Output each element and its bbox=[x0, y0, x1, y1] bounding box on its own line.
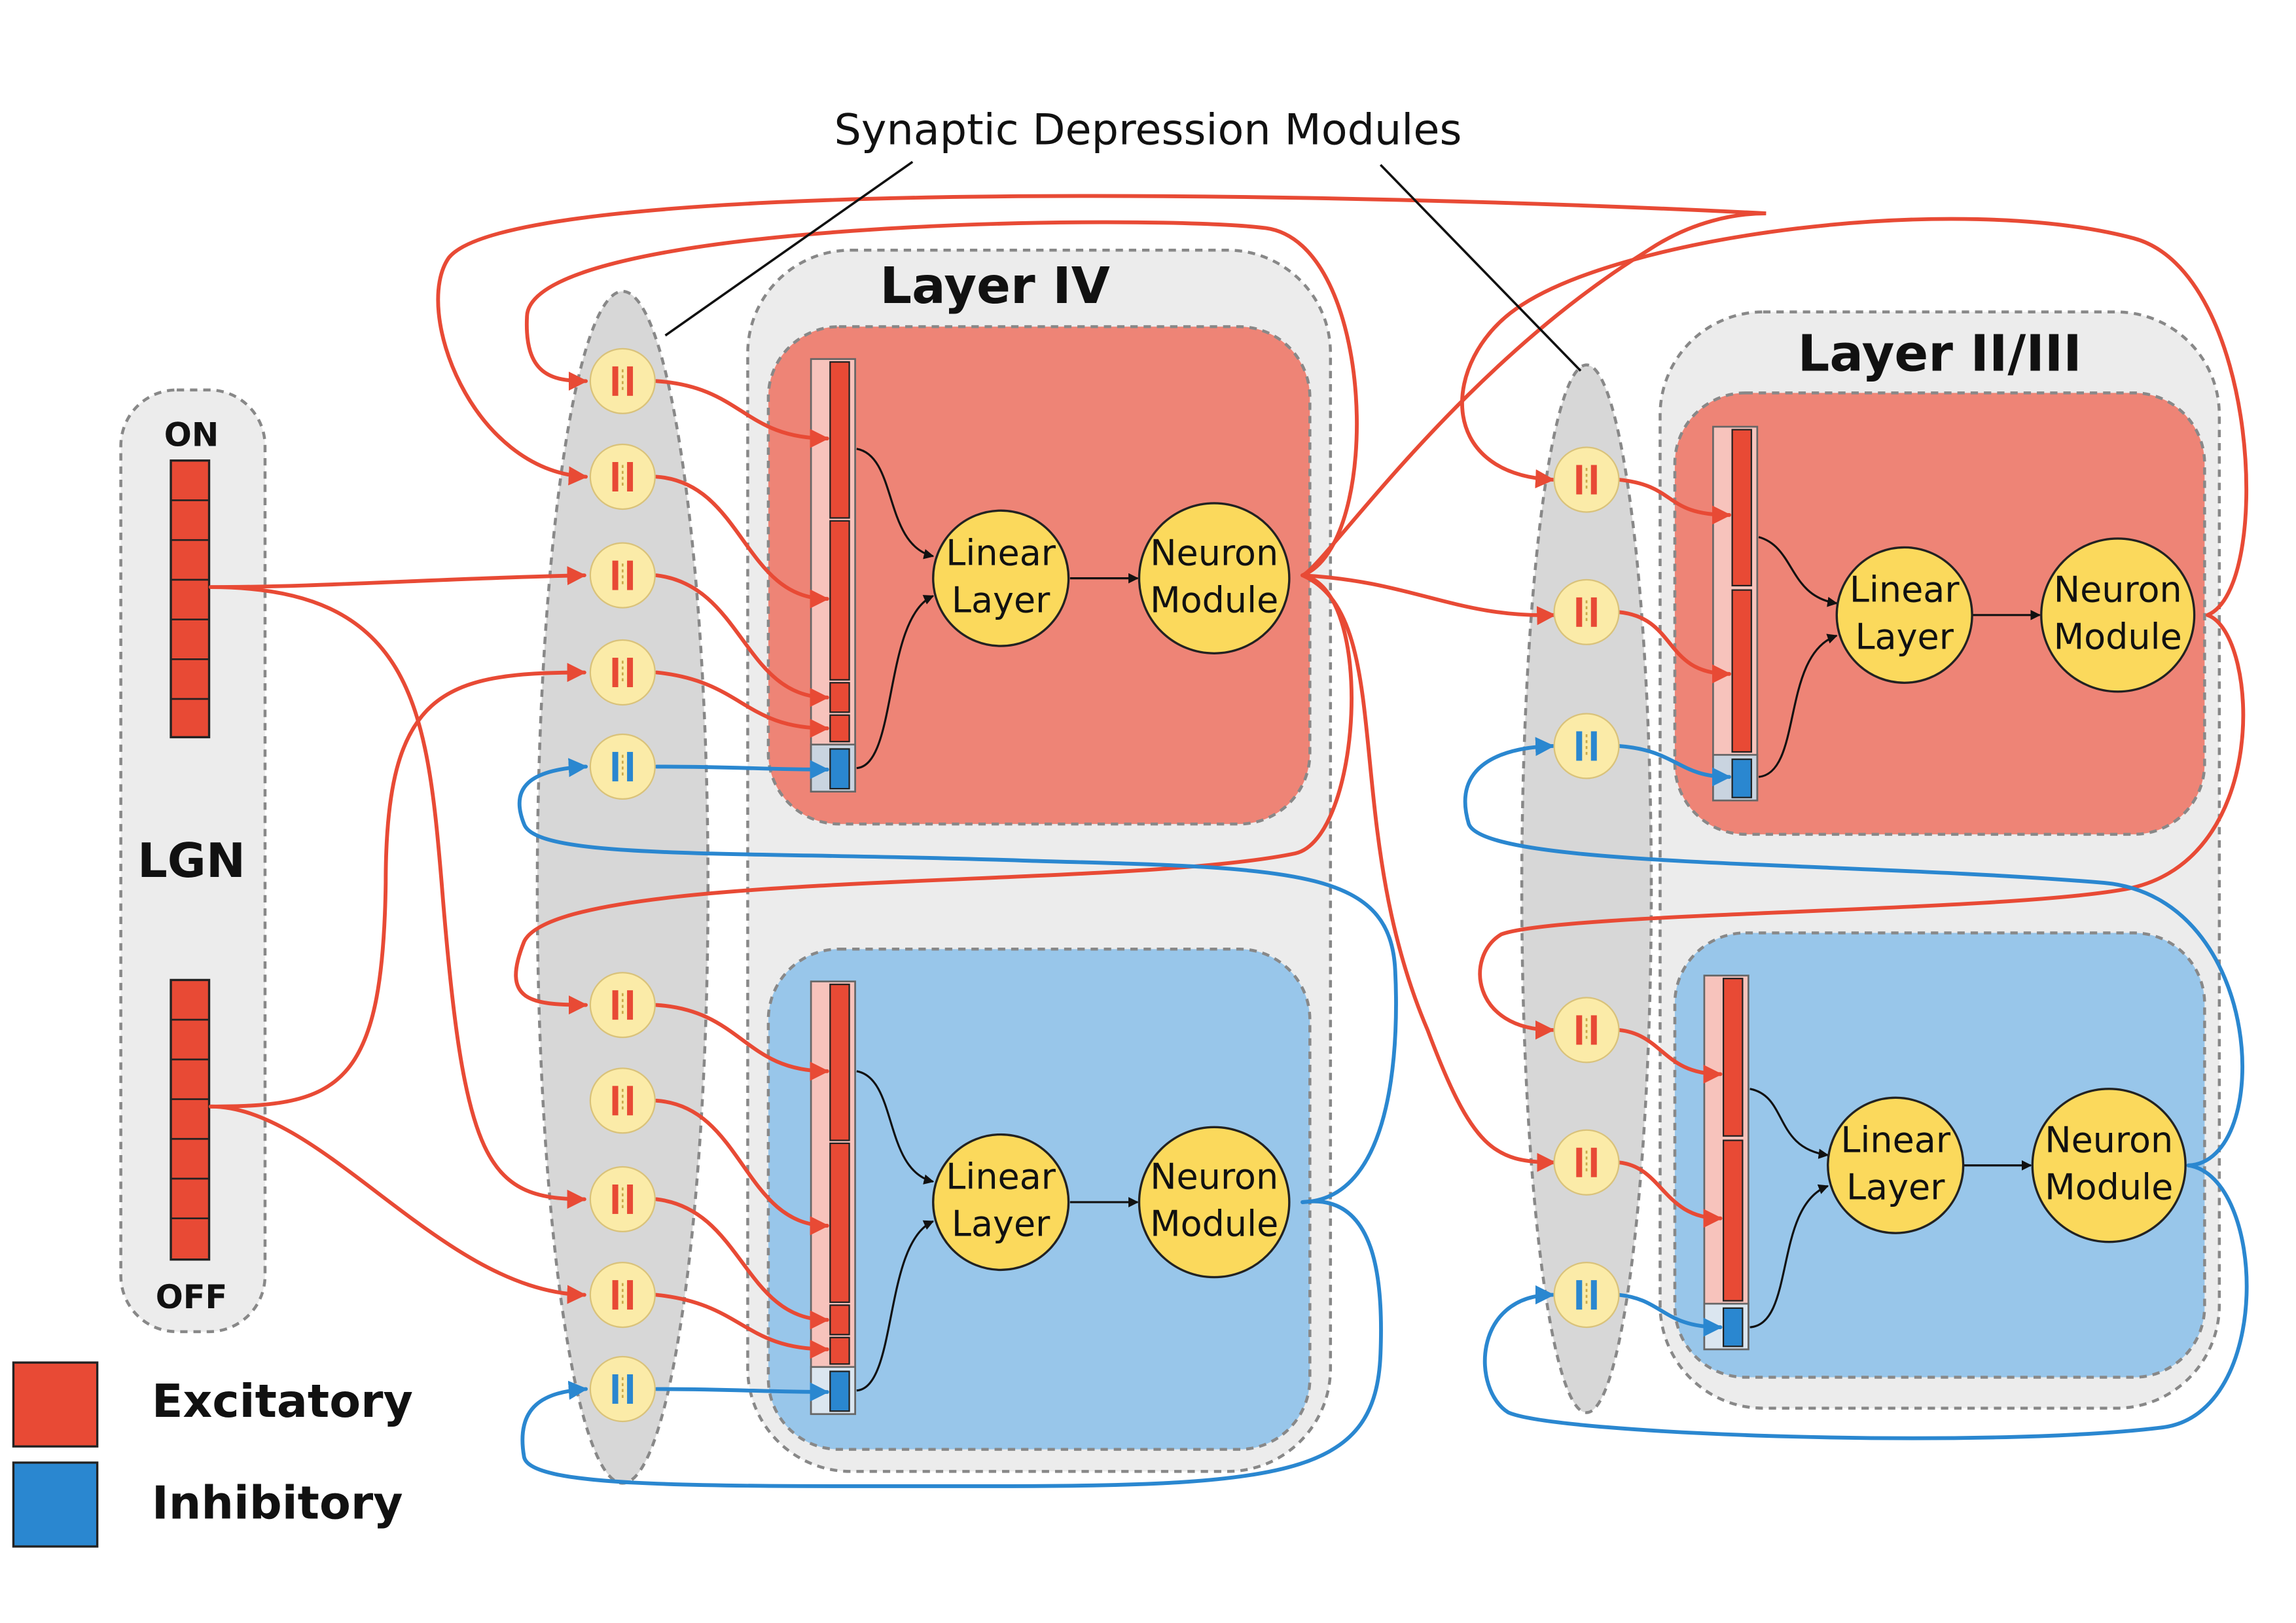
legend-excitatory-swatch bbox=[12, 1361, 99, 1448]
inhibitory-sdm-node bbox=[589, 1355, 656, 1423]
edge-sdm3-bar bbox=[655, 573, 829, 707]
callout-line-right bbox=[1379, 164, 1582, 372]
layer4-exc-linear-node: Linear Layer bbox=[932, 509, 1070, 647]
legend: Excitatory Inhibitory bbox=[12, 1361, 413, 1548]
excitatory-sdm-node bbox=[1553, 579, 1620, 645]
layer4-inh-neuron-node: Neuron Module bbox=[1138, 1126, 1291, 1279]
excitatory-sdm-node bbox=[589, 972, 656, 1039]
linear-label-line2: Layer bbox=[1855, 616, 1954, 658]
inhibitory-sdm-node bbox=[1553, 1262, 1620, 1329]
edge-sdm4-bar bbox=[655, 670, 829, 738]
lgn-label: LGN bbox=[137, 833, 245, 888]
legend-excitatory-label: Excitatory bbox=[152, 1375, 413, 1428]
layer23-exc-weight-bar bbox=[1712, 425, 1759, 802]
layer4-exc-neuron-node: Neuron Module bbox=[1138, 502, 1291, 654]
linear-label-line2: Layer bbox=[952, 579, 1050, 620]
excitatory-sdm-node bbox=[589, 1166, 656, 1233]
edge-off-to-sdm9 bbox=[208, 1104, 586, 1304]
edge-sdm11-bar bbox=[1617, 478, 1732, 525]
neuron-label-line1: Neuron bbox=[1150, 1156, 1278, 1198]
inhibitory-sdm-node bbox=[589, 733, 656, 800]
edge-l4exc-to-sdm11 bbox=[524, 220, 1359, 578]
excitatory-sdm-node bbox=[1553, 997, 1620, 1063]
edge-sdm7-bar bbox=[655, 1098, 829, 1236]
sdm-column-layer23 bbox=[1520, 363, 1653, 1414]
lgn-on-stack bbox=[170, 459, 211, 739]
excitatory-sdm-node bbox=[1553, 446, 1620, 513]
neuron-label-line2: Module bbox=[2054, 616, 2182, 658]
edge-on-to-sdm3 bbox=[208, 566, 586, 590]
excitatory-sdm-node bbox=[589, 639, 656, 706]
edge-sdm13-bar bbox=[1617, 744, 1732, 787]
layer23-label: Layer II/III bbox=[1798, 325, 2082, 383]
diagram-title: Synaptic Depression Modules bbox=[834, 105, 1462, 154]
neuron-label-line1: Neuron bbox=[2045, 1120, 2173, 1161]
layer23-exc-neuron-node: Neuron Module bbox=[2040, 537, 2196, 693]
edge-l23inh-to-sdm16 bbox=[1482, 1163, 2249, 1440]
edge-l4exc-to-sdm12 bbox=[1300, 573, 1556, 626]
linear-label-line1: Linear bbox=[1840, 1120, 1950, 1161]
edge-l23inh-to-sdm13 bbox=[1463, 737, 2244, 1168]
layer23-inh-linear-node: Linear Layer bbox=[1827, 1096, 1965, 1234]
linear-label-line2: Layer bbox=[952, 1204, 1050, 1245]
edge-sdm5-bar bbox=[655, 760, 829, 779]
edge-l4inh-bar-linear-a bbox=[856, 1070, 935, 1185]
lgn-group bbox=[119, 388, 267, 1334]
edge-l23inh-bar-linear-a bbox=[1749, 1088, 1829, 1159]
excitatory-sdm-node bbox=[589, 443, 656, 510]
callout-line-left bbox=[664, 160, 914, 337]
layer4-label: Layer IV bbox=[880, 257, 1110, 315]
legend-inhibitory-swatch bbox=[12, 1461, 99, 1548]
edge-sdm6-bar bbox=[655, 1003, 829, 1081]
layer4-inh-linear-node: Linear Layer bbox=[932, 1133, 1070, 1272]
edge-l23exc-bar-linear-a bbox=[1758, 536, 1838, 607]
legend-inhibitory-label: Inhibitory bbox=[152, 1476, 403, 1529]
edge-sdm15-bar bbox=[1617, 1160, 1723, 1228]
lgn-off-stack bbox=[170, 978, 211, 1261]
linear-label-line1: Linear bbox=[946, 1156, 1056, 1198]
neuron-label-line2: Module bbox=[1150, 1204, 1278, 1245]
neuron-label-line2: Module bbox=[1150, 579, 1278, 620]
lgn-on-label: ON bbox=[164, 416, 219, 454]
edge-l23exc-to-sdm14 bbox=[1478, 613, 2246, 1040]
edge-l4exc-bar-linear-a bbox=[856, 448, 935, 560]
layer23-inh-weight-bar bbox=[1703, 974, 1749, 1351]
edge-l23exc-bar-linear-b bbox=[1758, 633, 1838, 778]
layer23-inh-neuron-node: Neuron Module bbox=[2031, 1088, 2187, 1243]
lgn-off-label: OFF bbox=[156, 1278, 228, 1316]
edge-l4inh-to-sdm10 bbox=[520, 1199, 1383, 1488]
linear-label-line2: Layer bbox=[1846, 1166, 1945, 1207]
edge-sdm9-bar bbox=[655, 1293, 829, 1359]
edge-sdm14-bar bbox=[1617, 1027, 1723, 1084]
edge-off-to-sdm4 bbox=[208, 662, 586, 1109]
excitatory-sdm-node bbox=[589, 1067, 656, 1134]
linear-label-line1: Linear bbox=[946, 532, 1056, 573]
neuron-label-line1: Neuron bbox=[2054, 569, 2182, 611]
linear-label-line1: Linear bbox=[1850, 569, 1960, 611]
edge-sdm2-bar bbox=[655, 474, 829, 609]
excitatory-sdm-node bbox=[589, 1262, 656, 1329]
edge-on-to-sdm8 bbox=[208, 585, 586, 1209]
excitatory-sdm-node bbox=[589, 542, 656, 609]
excitatory-sdm-node bbox=[1553, 1129, 1620, 1196]
inhibitory-sdm-node bbox=[1553, 713, 1620, 779]
edge-l4exc-to-sdm15 bbox=[1300, 573, 1556, 1172]
neuron-label-line1: Neuron bbox=[1150, 532, 1278, 573]
edge-sdm10-bar bbox=[655, 1382, 829, 1402]
edge-l23exc-to-sdm11 bbox=[1460, 217, 2249, 617]
edge-l23inh-bar-linear-b bbox=[1749, 1184, 1829, 1329]
edge-l4exc-bar-linear-b bbox=[856, 595, 935, 770]
excitatory-sdm-node bbox=[589, 348, 656, 414]
neuron-label-line2: Module bbox=[2045, 1166, 2173, 1207]
edge-sdm16-bar bbox=[1617, 1293, 1723, 1337]
edge-l4inh-bar-linear-b bbox=[856, 1220, 935, 1392]
layer23-exc-linear-node: Linear Layer bbox=[1835, 546, 1973, 684]
edge-l4exc-to-sdm1 bbox=[436, 194, 1767, 578]
edge-sdm8-bar bbox=[655, 1197, 829, 1330]
edge-sdm1-bar bbox=[655, 379, 829, 448]
edge-sdm12-bar bbox=[1617, 610, 1732, 684]
edge-l4exc-to-sdm6 bbox=[514, 573, 1354, 1015]
edge-l4inh-to-sdm5 bbox=[517, 758, 1398, 1204]
